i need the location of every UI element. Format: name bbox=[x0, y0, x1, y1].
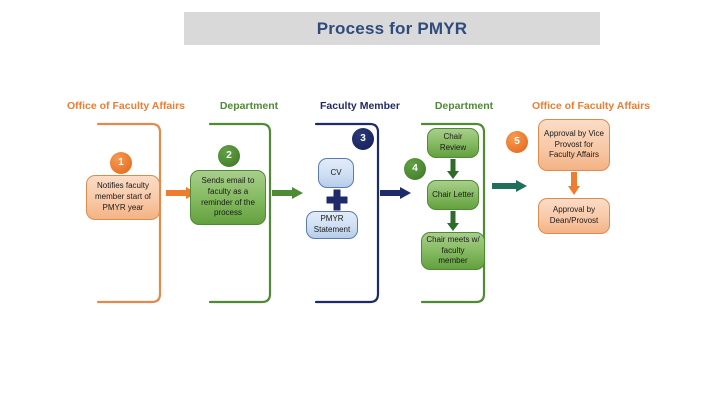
node-chair-meets-with-faculty-member[interactable]: Chair meets w/ faculty member bbox=[421, 232, 485, 270]
page-title: Process for PMYR bbox=[316, 19, 468, 38]
plus-icon bbox=[326, 189, 348, 211]
column-header-office-of-faculty-affairs-1: Office of Faculty Affairs bbox=[66, 100, 186, 112]
down-arrow-chair-review-to-chair-letter bbox=[446, 159, 460, 180]
bracket-department-1 bbox=[208, 122, 274, 304]
step-badge-4: 4 bbox=[404, 158, 426, 180]
node-approval-by-vice-provost[interactable]: Approval by Vice Provost for Faculty Aff… bbox=[538, 119, 610, 171]
node-chair-review[interactable]: Chair Review bbox=[427, 128, 479, 158]
step-badge-2: 2 bbox=[218, 145, 240, 167]
bracket-faculty-member bbox=[314, 122, 382, 304]
column-header-department-2: Department bbox=[434, 100, 494, 112]
node-cv[interactable]: CV bbox=[318, 158, 354, 188]
bracket-department-2 bbox=[420, 122, 488, 304]
step-badge-1: 1 bbox=[110, 152, 132, 174]
node-approval-by-dean-provost[interactable]: Approval by Dean/Provost bbox=[538, 198, 610, 234]
column-header-faculty-member: Faculty Member bbox=[320, 100, 400, 112]
connector-arrow-step2-to-step3 bbox=[272, 186, 304, 200]
title-band: Process for PMYR bbox=[184, 12, 600, 45]
node-sends-email-to-faculty[interactable]: Sends email to faculty as a reminder of … bbox=[190, 170, 266, 225]
down-arrow-vice-provost-to-dean-provost bbox=[567, 172, 581, 196]
step-badge-3: 3 bbox=[352, 128, 374, 150]
node-chair-letter[interactable]: Chair Letter bbox=[427, 180, 479, 210]
column-header-office-of-faculty-affairs-2: Office of Faculty Affairs bbox=[531, 100, 651, 112]
step-badge-5: 5 bbox=[506, 131, 528, 153]
connector-arrow-step4-to-step5 bbox=[492, 179, 528, 193]
node-pmyr-statement[interactable]: PMYR Statement bbox=[306, 211, 358, 239]
bracket-office-of-faculty-affairs-1 bbox=[96, 122, 164, 304]
node-notifies-faculty-member[interactable]: Notifies faculty member start of PMYR ye… bbox=[86, 175, 160, 220]
connector-arrow-step3-to-step4 bbox=[380, 186, 412, 200]
column-header-department-1: Department bbox=[219, 100, 279, 112]
down-arrow-chair-letter-to-chair-meets bbox=[446, 211, 460, 232]
